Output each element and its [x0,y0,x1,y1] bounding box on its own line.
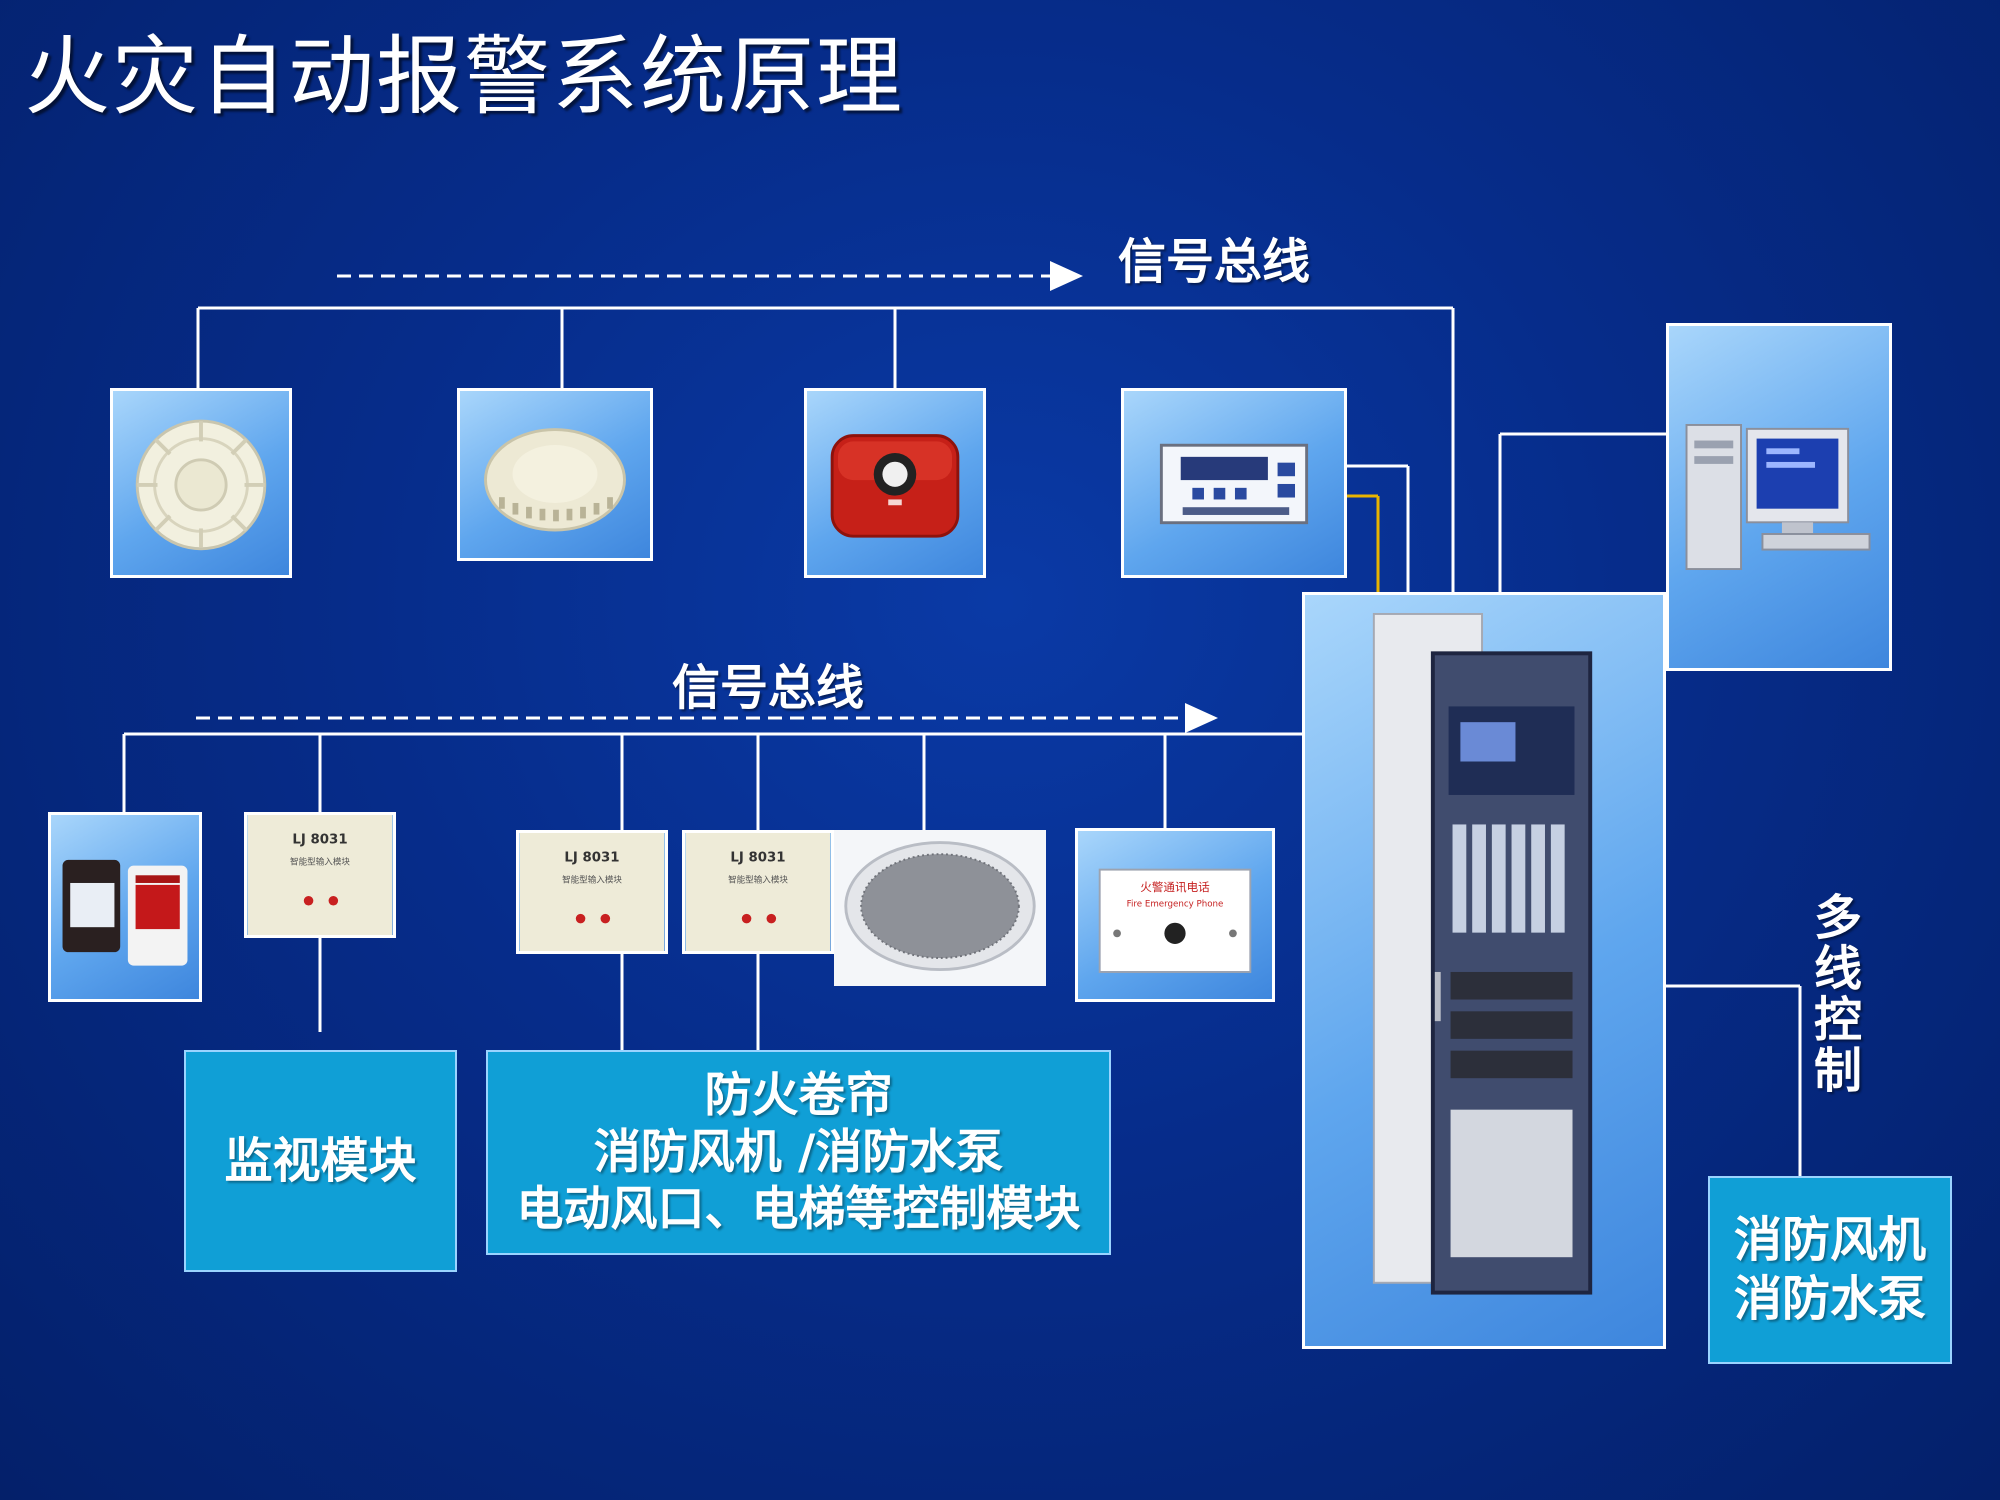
io-module-icon: LJ 8031 智能型输入模块 [247,815,393,935]
control-module-box: 防火卷帘 消防风机 /消防水泵 电动风口、电梯等控制模块 [486,1050,1111,1255]
input-module-panel-2: LJ 8031 智能型输入模块 [516,830,668,954]
manual-call-point-panel [804,388,986,578]
control-cabinet-panel [1302,592,1666,1349]
multiline-char-1: 多 [1814,890,1863,946]
multiline-char-4: 制 [1814,1042,1863,1099]
heat-detector-panel [110,388,292,578]
page-title: 火灾自动报警系统原理 [24,27,904,127]
computer-workstation-icon [1685,423,1871,571]
repeater-display-icon [1159,443,1309,525]
computer-panel [1666,323,1892,671]
manual-alarm-button-icon [830,434,960,538]
ceiling-speaker-icon [844,841,1036,971]
ceiling-speaker-panel [834,830,1046,986]
control-line-2: 消防风机 /消防水泵 [593,1124,1004,1180]
io-module-icon: LJ 8031 智能型输入模块 [519,833,665,951]
io-module-icon: LJ 8031 智能型输入模块 [685,833,831,951]
smoke-detector-icon [484,428,626,532]
module-brand-3: LJ 8031 [730,851,785,866]
phone-cn-label: 火警通讯电话 [1140,880,1210,894]
smoke-detector-panel [457,388,653,561]
input-module-panel-1: LJ 8031 智能型输入模块 [244,812,396,938]
fire-phone-jack-icon: 火警通讯电话 Fire Emergency Phone [1098,868,1252,973]
multiline-char-2: 线 [1814,940,1863,997]
module-sub-2: 智能型输入模块 [562,873,622,885]
phone-jack-panel: 火警通讯电话 Fire Emergency Phone [1075,828,1275,1002]
module-brand-1: LJ 8031 [292,833,347,848]
heat-detector-icon [135,419,267,551]
top-bus-label: 信号总线 [1118,234,1311,290]
control-line-1: 防火卷帘 [704,1067,893,1123]
input-module-panel-3: LJ 8031 智能型输入模块 [682,830,834,954]
monitor-module-label: 监视模块 [224,1132,417,1189]
multiline-control-label: 多 线 控 制 [1814,893,1862,1097]
multiline-char-3: 控 [1814,991,1863,1048]
control-line-3: 电动风口、电梯等控制模块 [516,1182,1081,1238]
sounder-strobe-panel [48,812,202,1002]
sounder-strobe-icon [62,859,188,966]
fan-pump-box: 消防风机 消防水泵 [1708,1176,1952,1364]
monitor-module-box: 监视模块 [184,1050,457,1272]
repeater-display-panel [1121,388,1347,578]
module-sub-1: 智能型输入模块 [290,856,350,868]
fan-pump-line-1: 消防风机 [1733,1212,1926,1269]
mid-bus-label: 信号总线 [672,660,865,716]
fan-pump-line-2: 消防水泵 [1733,1271,1926,1327]
module-sub-3: 智能型输入模块 [728,873,788,885]
phone-en-label: Fire Emergency Phone [1127,899,1224,909]
module-brand-2: LJ 8031 [564,851,619,866]
fire-control-cabinet-icon [1372,612,1593,1295]
